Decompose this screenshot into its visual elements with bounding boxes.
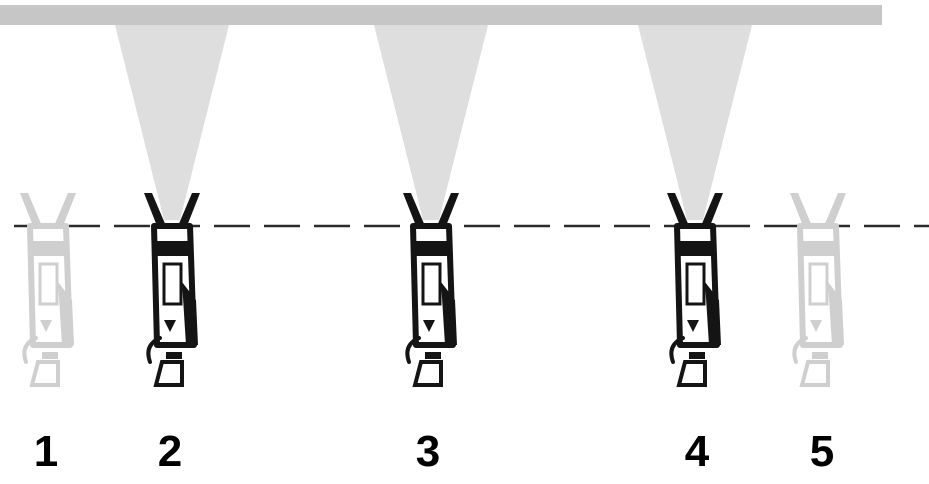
- position-label-5: 5: [809, 427, 835, 476]
- light-beam-2: [115, 25, 229, 220]
- spot-light-fixture-icon-3: [403, 193, 459, 387]
- fixture-base-bar: [42, 352, 58, 359]
- fixture-base-bar: [166, 352, 182, 359]
- spot-light-fixture-icon-4: [667, 193, 723, 387]
- spot-light-fixture-icon-5: [790, 193, 846, 387]
- position-label-2: 2: [157, 427, 183, 476]
- fixture-left-arm: [144, 193, 166, 226]
- fixture-collar: [32, 241, 65, 256]
- fixture-window: [38, 262, 59, 306]
- devices-layer: [20, 193, 846, 387]
- position-label-4: 4: [684, 427, 710, 476]
- fixture-marker: [423, 320, 435, 332]
- fixture-collar: [679, 241, 712, 256]
- fixture-side-panel: [828, 282, 844, 345]
- fixture-collar: [156, 241, 189, 256]
- fixture-side-panel: [705, 282, 721, 345]
- light-beam-4: [638, 25, 752, 220]
- fixture-right-arm: [824, 193, 846, 226]
- fixture-base: [22, 336, 60, 387]
- fixture-marker: [40, 320, 52, 332]
- fixture-side-panel: [441, 282, 457, 345]
- fixture-left-arm: [403, 193, 425, 226]
- fixture-marker: [164, 320, 176, 332]
- position-label-1: 1: [33, 427, 59, 476]
- spot-light-fixture-icon-1: [20, 193, 76, 387]
- fixture-left-arm: [667, 193, 689, 226]
- fixture-base-bar: [425, 352, 441, 359]
- fixture-base-bar: [812, 352, 828, 359]
- fixture-side-panel: [182, 282, 198, 345]
- overhead-rail: [0, 5, 882, 25]
- fixture-window: [808, 262, 829, 306]
- fixture-base: [146, 336, 184, 387]
- position-label-3: 3: [415, 427, 441, 476]
- fixture-window: [685, 262, 706, 306]
- fixture-marker: [810, 320, 822, 332]
- fixture-collar: [415, 241, 448, 256]
- fixture-window: [421, 262, 442, 306]
- fixture-right-arm: [701, 193, 723, 226]
- fixture-right-arm: [437, 193, 459, 226]
- fixture-base: [792, 336, 830, 387]
- fixture-side-panel: [58, 282, 74, 345]
- fixture-base-bar: [689, 352, 705, 359]
- fixture-right-arm: [178, 193, 200, 226]
- fixture-collar: [802, 241, 835, 256]
- fixture-left-arm: [790, 193, 812, 226]
- spot-light-fixture-icon-2: [144, 193, 200, 387]
- fixture-left-arm: [20, 193, 42, 226]
- fixture-base: [405, 336, 443, 387]
- fixture-base: [669, 336, 707, 387]
- fixture-marker: [687, 320, 699, 332]
- beams-layer: [115, 25, 752, 220]
- light-beam-3: [374, 25, 488, 220]
- fixture-window: [162, 262, 183, 306]
- fixture-right-arm: [54, 193, 76, 226]
